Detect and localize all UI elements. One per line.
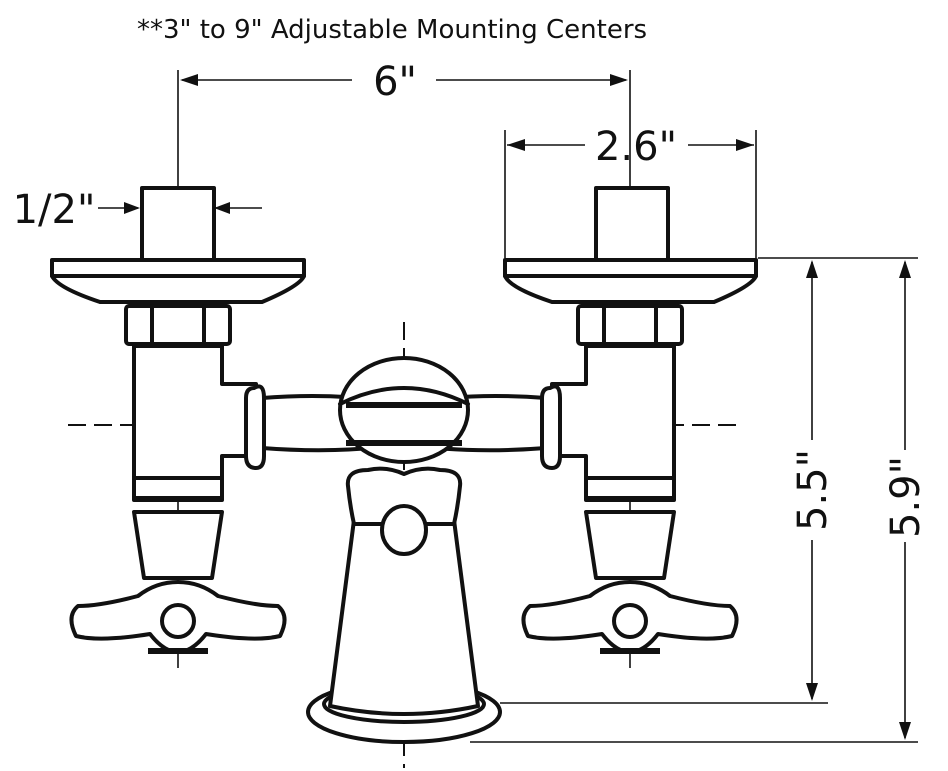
left-supply-stem bbox=[140, 186, 216, 262]
right-handle-cap bbox=[612, 603, 648, 639]
right-bonnet bbox=[584, 510, 676, 580]
left-mounting-flange bbox=[50, 258, 306, 304]
left-valve bbox=[50, 186, 306, 654]
flange-width-dimension: 2.6" bbox=[504, 124, 757, 258]
centers-dimension-label: 6" bbox=[373, 59, 417, 105]
spout-column bbox=[328, 518, 480, 716]
right-hex-nut bbox=[576, 304, 684, 346]
height-dimensions: 5.5" 5.9" bbox=[470, 257, 929, 743]
flange-width-label: 2.6" bbox=[595, 124, 677, 170]
left-handle-cap bbox=[160, 603, 196, 639]
bridge-crossbar bbox=[244, 356, 562, 470]
central-hub bbox=[338, 356, 470, 464]
spout-aerator bbox=[380, 504, 428, 556]
mounting-centers-note: **3" to 9" Adjustable Mounting Centers bbox=[137, 15, 647, 45]
right-valve bbox=[503, 186, 758, 654]
right-mounting-flange bbox=[503, 258, 758, 304]
height-to-deck-label: 5.5" bbox=[790, 449, 836, 531]
left-hex-nut bbox=[124, 304, 232, 346]
overall-height-label: 5.9" bbox=[883, 456, 929, 538]
inlet-dimension-label: 1/2" bbox=[13, 187, 96, 233]
right-coupling bbox=[540, 384, 562, 470]
inlet-dimension: 1/2" bbox=[13, 187, 262, 233]
spout-collar bbox=[345, 466, 463, 526]
left-bonnet bbox=[132, 510, 224, 580]
right-supply-stem bbox=[594, 186, 670, 262]
centers-dimension: 6" bbox=[180, 59, 628, 105]
spout bbox=[306, 466, 502, 744]
left-coupling bbox=[244, 384, 266, 470]
